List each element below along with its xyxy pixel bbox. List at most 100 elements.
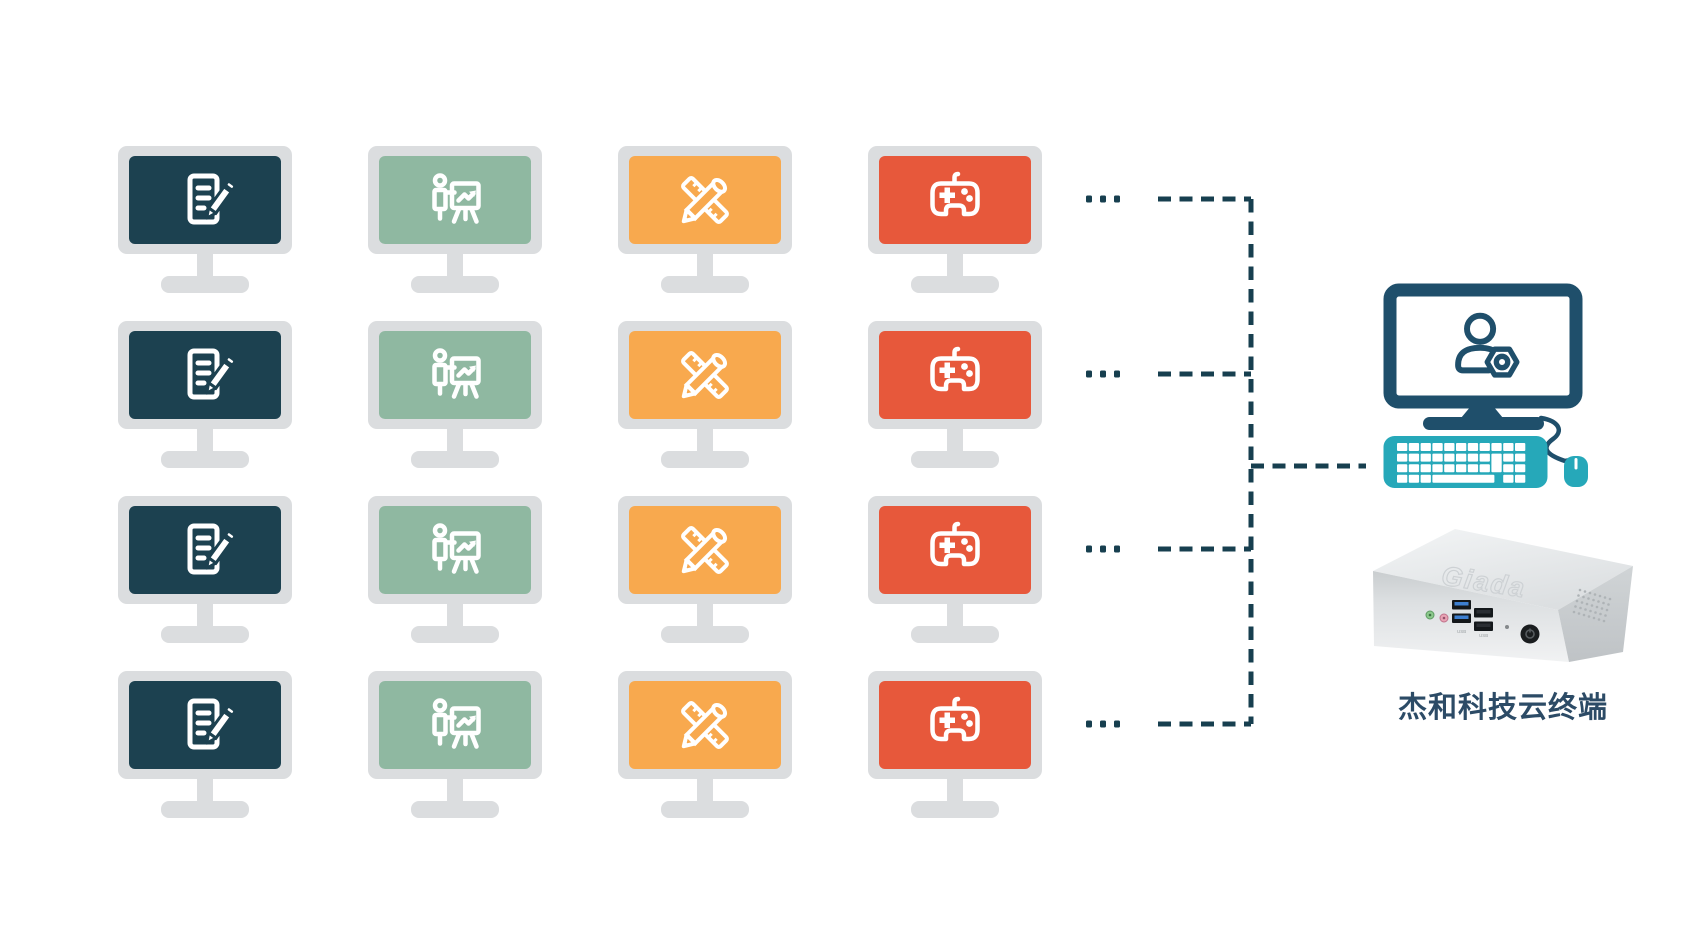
ruler-pencil-icon	[673, 693, 737, 757]
admin-monitor-stand-base	[1423, 417, 1544, 430]
monitor-screen	[629, 506, 781, 594]
monitor-stand-base	[161, 451, 249, 468]
presentation-board-icon	[423, 693, 487, 757]
gamepad-icon	[923, 693, 987, 757]
monitor-stand-neck	[697, 254, 713, 276]
monitor-screen	[129, 506, 281, 594]
gamepad-icon	[923, 343, 987, 407]
client-monitor-presentation	[368, 496, 542, 643]
monitor-stand-neck	[947, 779, 963, 801]
client-monitor-gaming	[868, 671, 1042, 818]
monitor-stand-base	[911, 276, 999, 293]
monitor-stand-neck	[947, 604, 963, 626]
usb-port-label: USB	[1479, 633, 1488, 638]
admin-computer	[1383, 283, 1588, 488]
row-ellipsis-dot	[1086, 545, 1092, 553]
presentation-board-icon	[423, 518, 487, 582]
monitor-stand-neck	[947, 254, 963, 276]
usb-ports	[1452, 600, 1493, 631]
monitor-stand-base	[161, 276, 249, 293]
monitor-stand-neck	[197, 429, 213, 451]
client-monitor-presentation	[368, 671, 542, 818]
monitor-stand-neck	[697, 429, 713, 451]
device-label: 杰和科技云终端	[1397, 692, 1608, 724]
monitor-screen	[129, 156, 281, 244]
monitor-stand-neck	[447, 429, 463, 451]
client-monitor-documents	[118, 321, 292, 468]
client-monitor-gaming	[868, 146, 1042, 293]
monitor-stand-base	[161, 801, 249, 818]
monitor-screen	[629, 156, 781, 244]
monitor-screen	[879, 156, 1031, 244]
mini-pc-side-face	[1558, 566, 1633, 662]
ruler-pencil-icon	[673, 168, 737, 232]
row-ellipsis-dot	[1114, 545, 1120, 553]
row-ellipsis-dot	[1086, 720, 1092, 728]
usb-port-label: USB	[1457, 629, 1466, 634]
keyboard-keys	[1397, 443, 1526, 483]
monitor-stand-base	[911, 626, 999, 643]
monitor-screen	[379, 506, 531, 594]
document-edit-icon	[173, 693, 237, 757]
monitor-stand-neck	[197, 779, 213, 801]
monitor-screen	[629, 331, 781, 419]
monitor-screen	[879, 331, 1031, 419]
client-monitor-presentation	[368, 146, 542, 293]
mouse-cable	[1538, 415, 1579, 464]
monitor-stand-neck	[197, 254, 213, 276]
admin-monitor-stand-neck	[1461, 406, 1503, 418]
gamepad-icon	[923, 168, 987, 232]
document-edit-icon	[173, 168, 237, 232]
row-ellipsis-dot	[1100, 720, 1106, 728]
row-ellipsis-dot	[1114, 720, 1120, 728]
gamepad-icon	[923, 518, 987, 582]
row-ellipsis-dot	[1100, 545, 1106, 553]
mini-pc-device: Giada USB USB	[1373, 529, 1633, 662]
row-ellipsis-dot	[1086, 195, 1092, 203]
monitor-screen	[879, 681, 1031, 769]
monitor-stand-neck	[697, 604, 713, 626]
client-monitor-documents	[118, 671, 292, 818]
monitor-stand-base	[661, 276, 749, 293]
monitor-stand-neck	[447, 604, 463, 626]
monitor-stand-neck	[947, 429, 963, 451]
monitor-screen	[379, 156, 531, 244]
monitor-stand-base	[911, 801, 999, 818]
client-monitor-design	[618, 496, 792, 643]
mini-pc-top-face	[1373, 529, 1633, 610]
client-monitor-design	[618, 146, 792, 293]
document-edit-icon	[173, 518, 237, 582]
row-ellipsis-dot	[1114, 370, 1120, 378]
monitor-screen	[379, 681, 531, 769]
document-edit-icon	[173, 343, 237, 407]
monitor-stand-base	[661, 626, 749, 643]
client-monitor-documents	[118, 146, 292, 293]
monitor-stand-base	[411, 276, 499, 293]
row-ellipsis-dot	[1100, 370, 1106, 378]
monitor-stand-base	[411, 801, 499, 818]
monitor-stand-base	[161, 626, 249, 643]
ruler-pencil-icon	[673, 518, 737, 582]
mic-jack-hole	[1442, 616, 1446, 620]
monitor-screen	[879, 506, 1031, 594]
monitor-stand-neck	[447, 779, 463, 801]
reset-hole	[1505, 625, 1509, 629]
audio-jack-hole	[1428, 613, 1432, 617]
ruler-pencil-icon	[673, 343, 737, 407]
presentation-board-icon	[423, 343, 487, 407]
monitor-stand-base	[661, 451, 749, 468]
client-monitor-gaming	[868, 321, 1042, 468]
row-ellipsis-dot	[1100, 195, 1106, 203]
monitor-stand-neck	[697, 779, 713, 801]
monitor-stand-base	[411, 626, 499, 643]
client-monitor-documents	[118, 496, 292, 643]
monitor-stand-base	[411, 451, 499, 468]
monitor-screen	[379, 331, 531, 419]
client-monitor-design	[618, 321, 792, 468]
presentation-board-icon	[423, 168, 487, 232]
monitor-stand-base	[911, 451, 999, 468]
row-ellipsis-dot	[1086, 370, 1092, 378]
monitor-stand-neck	[197, 604, 213, 626]
